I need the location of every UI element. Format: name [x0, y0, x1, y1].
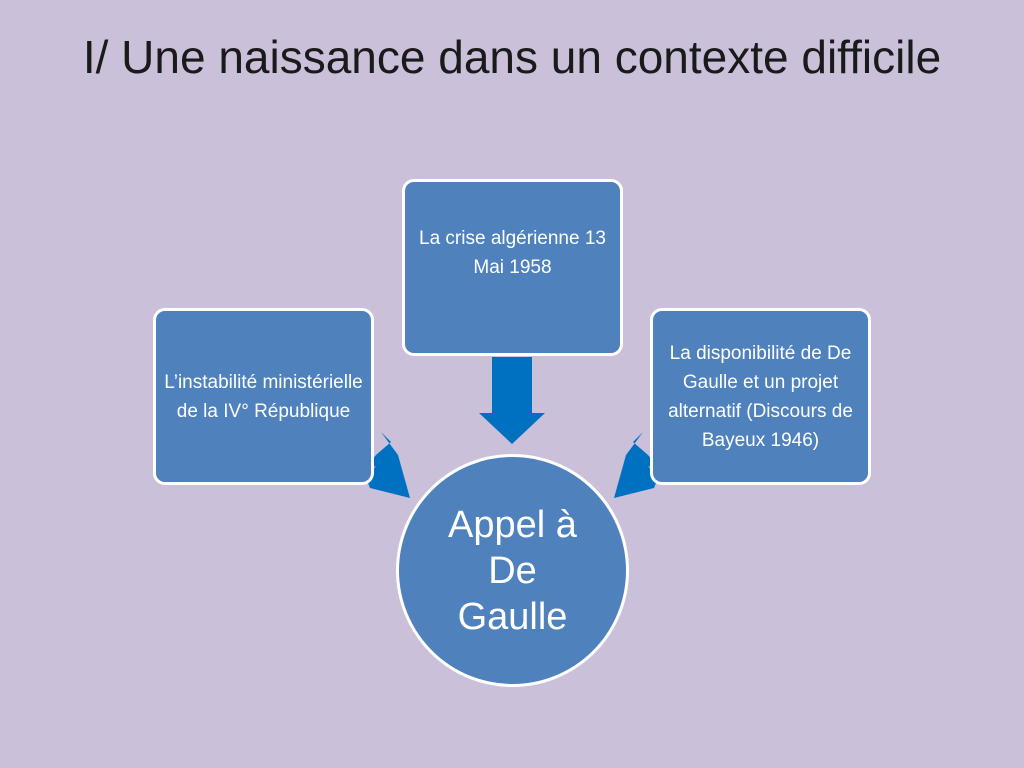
box-disponibilite: La disponibilité de De Gaulle et un proj…	[650, 308, 871, 485]
box-instabilite: L’instabilité ministérielle de la IV° Ré…	[153, 308, 374, 485]
box-crise-algerienne-text: La crise algérienne 13 Mai 1958	[419, 228, 606, 278]
arrow-left-to-center	[362, 432, 410, 498]
box-crise-algerienne: La crise algérienne 13 Mai 1958	[402, 179, 623, 356]
arrow-right-to-center	[614, 432, 662, 498]
center-circle-text: Appel à De Gaulle	[448, 503, 577, 638]
slide-title: I/ Une naissance dans un contexte diffic…	[82, 31, 942, 83]
box-disponibilite-text: La disponibilité de De Gaulle et un proj…	[668, 342, 853, 451]
center-circle: Appel à De Gaulle	[396, 454, 629, 687]
arrow-down	[479, 357, 545, 444]
box-instabilite-text: L’instabilité ministérielle de la IV° Ré…	[164, 371, 363, 422]
